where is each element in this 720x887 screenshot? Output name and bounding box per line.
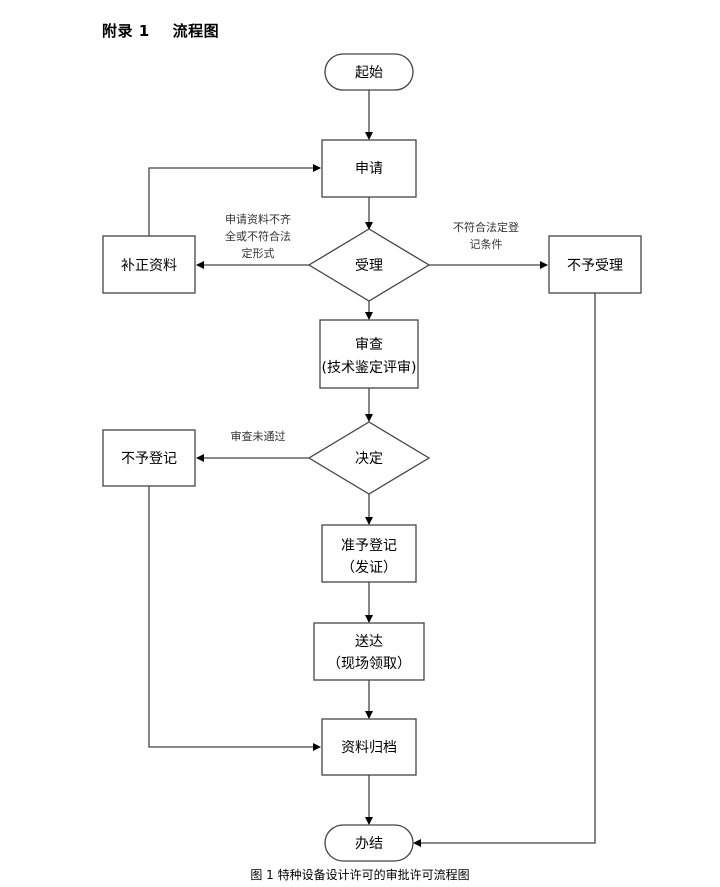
- label-approve-1: 准予登记: [341, 538, 397, 554]
- edge-label-reject-1: 不符合法定登: [453, 220, 519, 234]
- node-apply: [321, 139, 417, 198]
- label-end: 办结: [355, 836, 383, 852]
- node-end: [324, 824, 414, 862]
- label-archive: 资料归档: [341, 739, 397, 756]
- appendix-heading: 附录 1 流程图: [102, 20, 219, 41]
- label-deliver-1: 送达: [355, 634, 383, 650]
- edge-label-supplement-1: 申请资料不齐: [225, 212, 291, 226]
- node-deliver: [313, 622, 425, 681]
- label-review-2: (技术鉴定评审): [322, 360, 417, 376]
- node-decide: [307, 421, 431, 495]
- label-review-1: 审查: [355, 337, 383, 353]
- node-approve: [321, 524, 417, 583]
- appendix-label: 附录 1: [102, 22, 150, 40]
- edge-label-reject-2: 记条件: [470, 237, 503, 251]
- label-reject-register: 不予登记: [121, 451, 177, 467]
- edge-label-supplement-3: 定形式: [242, 246, 275, 260]
- figure-caption: 图 1 特种设备设计许可的审批许可流程图: [250, 868, 470, 882]
- node-supplement: [102, 235, 196, 294]
- edge-label-supplement-2: 全或不符合法: [225, 229, 291, 243]
- node-reject-accept: [548, 235, 642, 294]
- node-review: [319, 319, 419, 389]
- label-decide: 决定: [355, 451, 383, 467]
- label-deliver-2: （现场领取）: [327, 656, 411, 672]
- node-start: [324, 53, 414, 91]
- edge-supplement-apply: [148, 164, 321, 236]
- label-accept: 受理: [355, 258, 383, 274]
- label-start: 起始: [355, 65, 383, 81]
- appendix-title: 流程图: [172, 22, 220, 40]
- label-approve-2: （发证）: [341, 560, 397, 576]
- node-archive: [321, 718, 417, 776]
- label-supplement: 补正资料: [121, 258, 177, 274]
- label-apply: 申请: [355, 161, 383, 177]
- edge-reject-accept-end: [413, 293, 596, 847]
- edge-label-decide-reject: 审查未通过: [231, 429, 286, 443]
- label-reject-accept: 不予受理: [567, 258, 623, 274]
- edge-reject-archive: [148, 486, 321, 751]
- node-accept: [307, 228, 431, 302]
- node-reject-register: [102, 429, 196, 487]
